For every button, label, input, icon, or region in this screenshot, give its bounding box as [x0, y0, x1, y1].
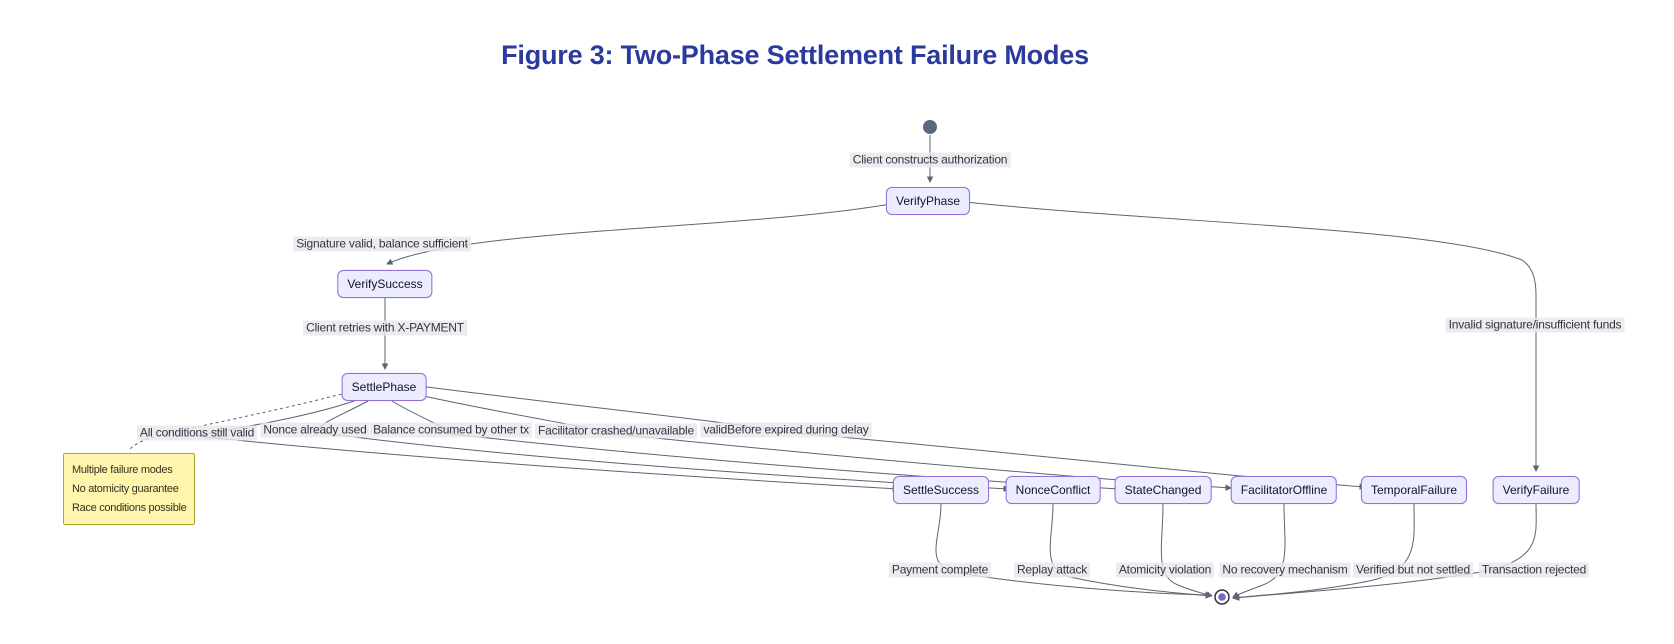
- edge-settlesuccess-end: [935, 503, 1212, 599]
- edge-verifyfailure-end: [1233, 503, 1537, 601]
- edge-statechanged-end: [1160, 503, 1213, 598]
- initial-state-dot: [923, 120, 937, 134]
- edge-label-balance-consumed: Balance consumed by other tx: [370, 422, 532, 438]
- edge-verifyphase-verifyfailure: [964, 201, 1540, 472]
- edge-label-client-constructs: Client constructs authorization: [849, 152, 1011, 168]
- edge-label-facilitator-crashed: Facilitator crashed/unavailable: [535, 423, 697, 439]
- edge-label-no-recovery: No recovery mechanism: [1219, 562, 1351, 578]
- state-node-verifyfailure: VerifyFailure: [1492, 476, 1580, 504]
- state-node-temporalfailure: TemporalFailure: [1360, 476, 1468, 504]
- edge-label-client-retries: Client retries with X-PAYMENT: [303, 320, 467, 336]
- note-link-settlephase: [129, 390, 354, 453]
- note-line-3: Race conditions possible: [72, 502, 187, 514]
- edge-label-invalid-signature: Invalid signature/insufficient funds: [1445, 317, 1625, 333]
- edge-label-replay-attack: Replay attack: [1013, 562, 1091, 578]
- edge-label-atomicity-violation: Atomicity violation: [1115, 562, 1215, 578]
- edge-label-verified-not-settled: Verified but not settled: [1353, 562, 1473, 578]
- note-line-1: Multiple failure modes: [72, 464, 173, 476]
- final-state-icon: [1214, 589, 1230, 605]
- edge-temporalfailure-end: [1232, 503, 1415, 601]
- edge-nonceconflict-end: [1049, 503, 1212, 599]
- state-node-verifyphase: VerifyPhase: [885, 187, 971, 215]
- edge-settlephase-facilitatoroffline: [418, 394, 1232, 491]
- edge-label-transaction-rejected: Transaction rejected: [1478, 562, 1590, 578]
- state-node-facilitatoroffline: FacilitatorOffline: [1230, 476, 1338, 504]
- edge-verifyphase-verifysuccess: [386, 203, 892, 265]
- edge-label-all-conditions: All conditions still valid: [136, 425, 258, 441]
- state-node-nonceconflict: NonceConflict: [1005, 476, 1101, 504]
- edge-label-nonce-used: Nonce already used: [260, 422, 370, 438]
- figure-title: Figure 3: Two-Phase Settlement Failure M…: [501, 40, 1089, 70]
- note-box: Multiple failure modes No atomicity guar…: [63, 453, 195, 525]
- edge-label-validbefore-expired: validBefore expired during delay: [700, 422, 872, 438]
- edge-label-payment-complete: Payment complete: [888, 562, 992, 578]
- edge-facilitatoroffline-end: [1232, 503, 1286, 598]
- state-node-settlesuccess: SettleSuccess: [892, 476, 990, 504]
- edge-label-signature-valid: Signature valid, balance sufficient: [293, 236, 471, 252]
- state-node-verifysuccess: VerifySuccess: [337, 270, 433, 298]
- state-node-statechanged: StateChanged: [1114, 476, 1212, 504]
- state-node-settlephase: SettlePhase: [341, 373, 427, 401]
- note-line-2: No atomicity guarantee: [72, 483, 179, 495]
